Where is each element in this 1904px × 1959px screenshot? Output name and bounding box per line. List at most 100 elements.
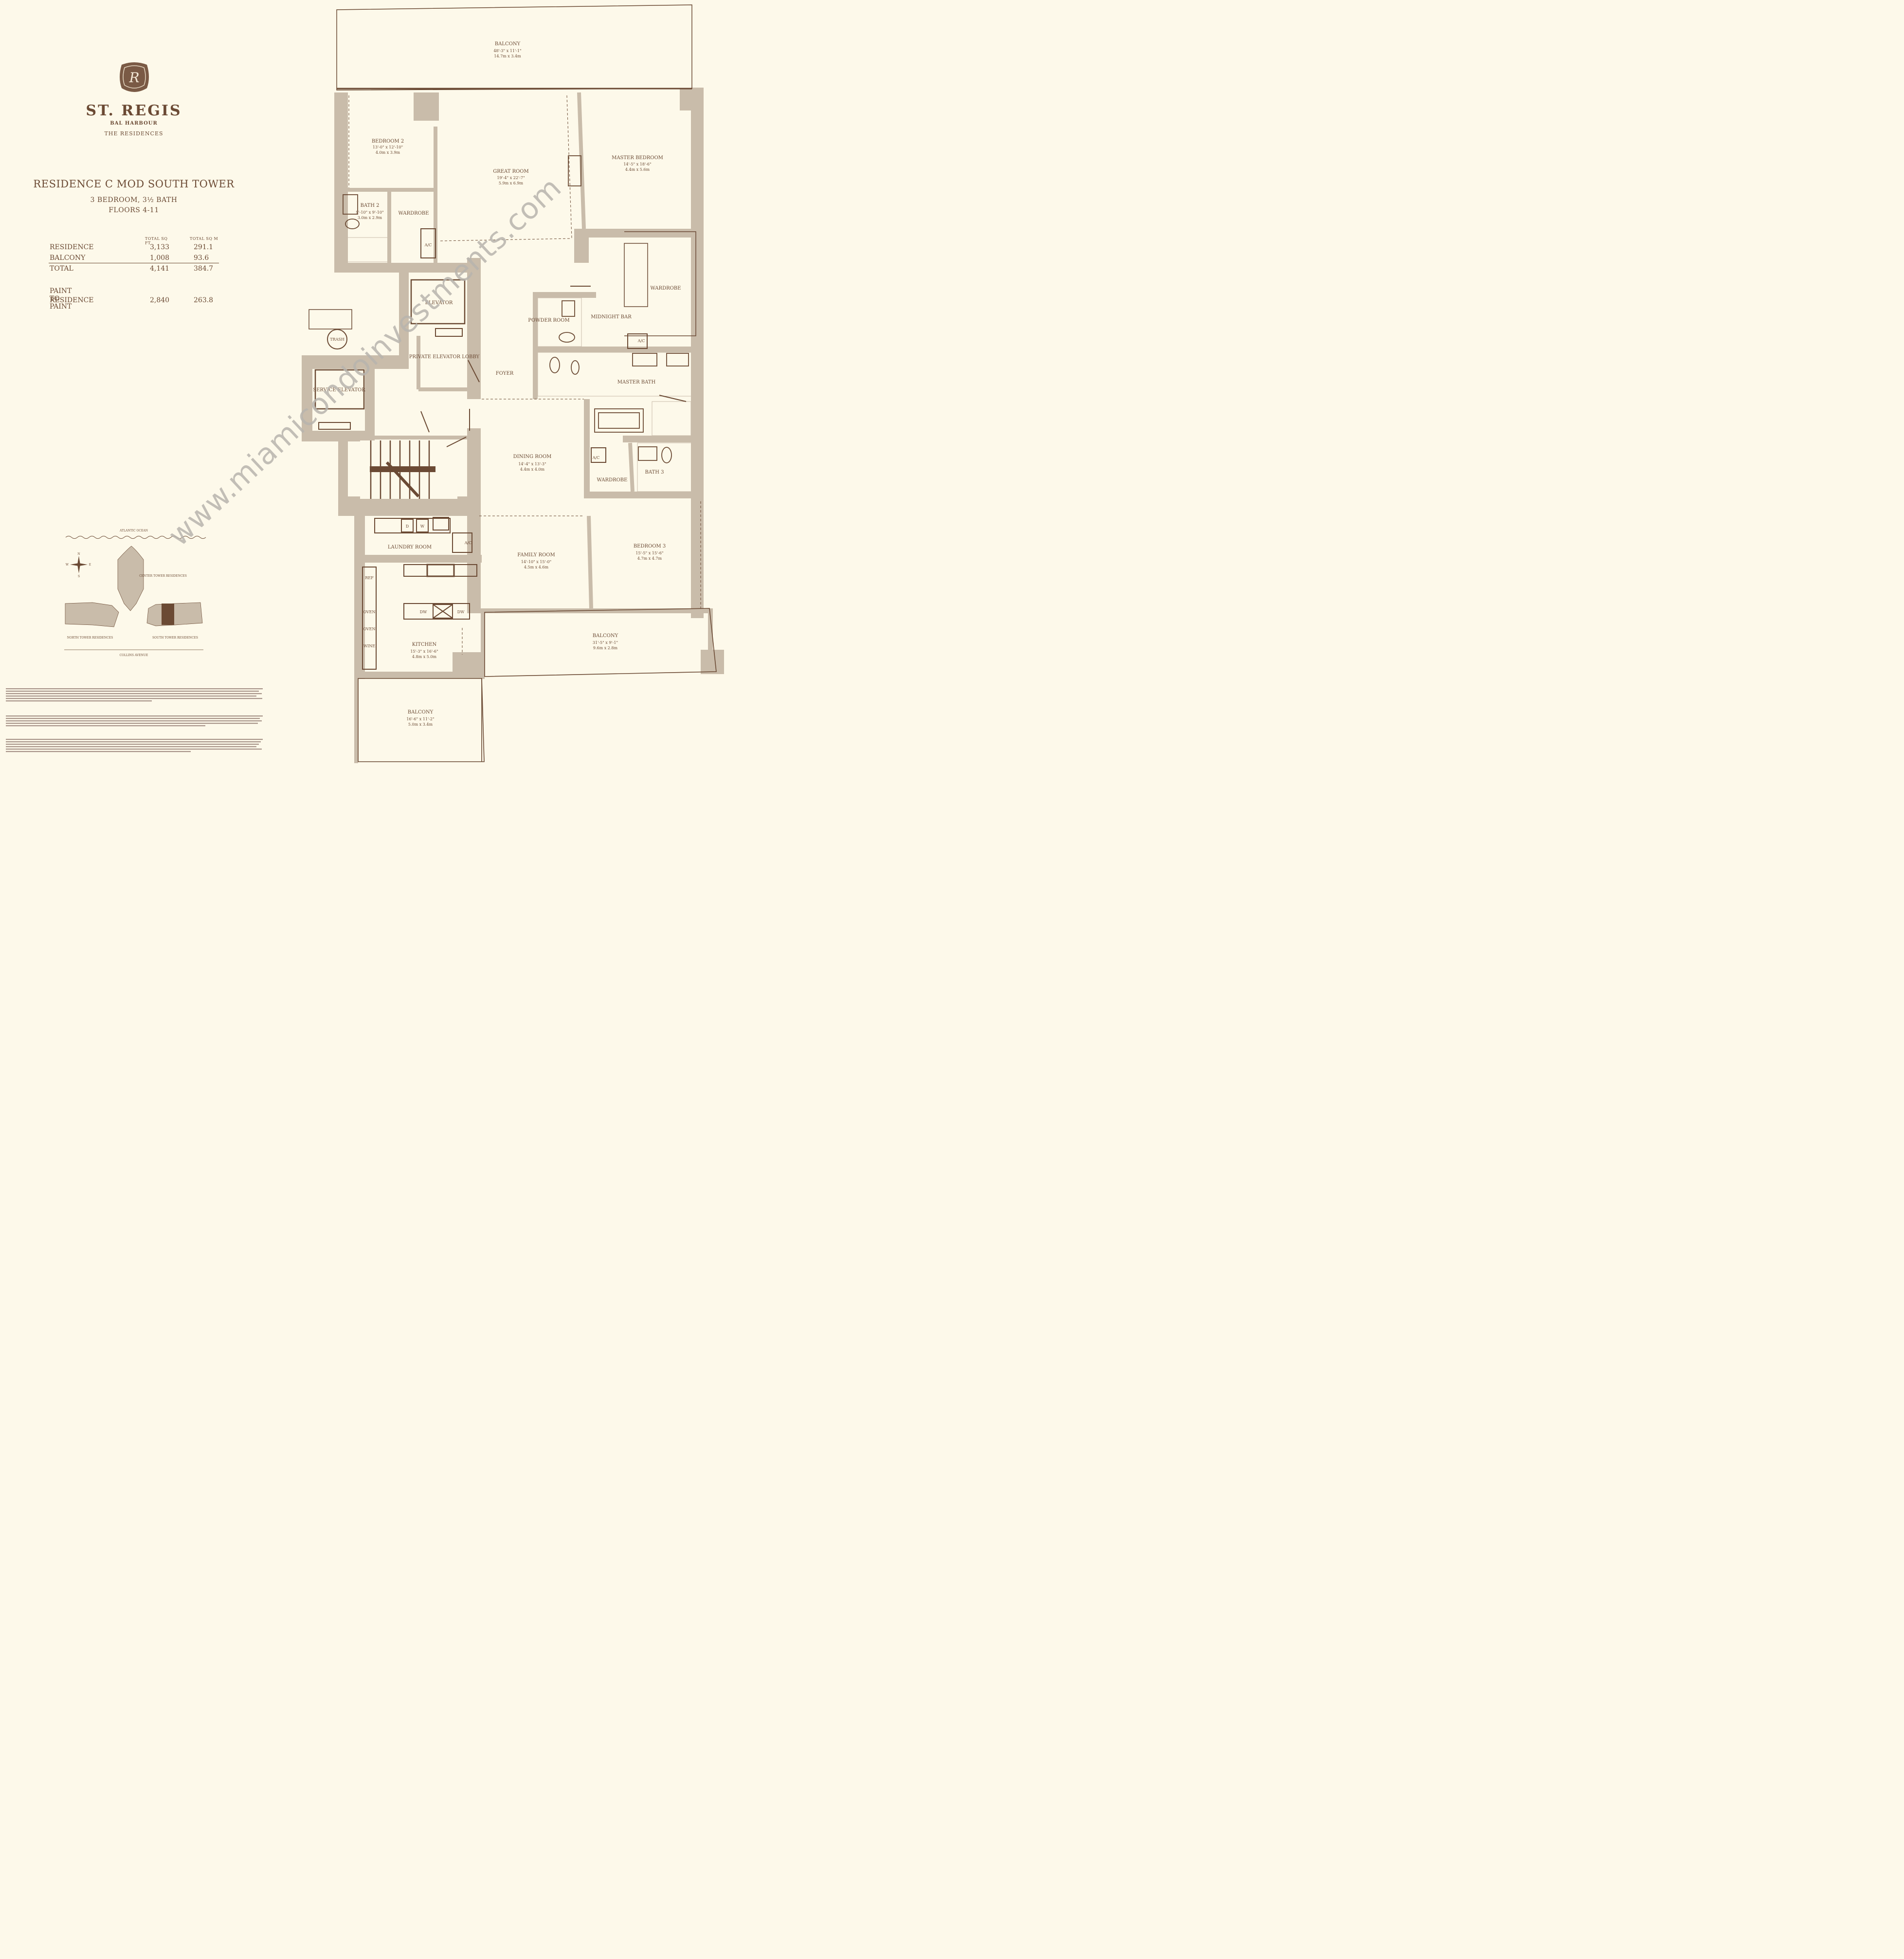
master-bedroom-name: MASTER BEDROOM [612,155,663,161]
kitchen-dim2: 4.8m x 5.0m [412,655,437,659]
dishwasher-label: DW [420,610,427,614]
fixture-labels: A/C A/C A/C A/C D W DW DW REF OVEN OVEN … [363,243,645,648]
col-header-sqm: TOTAL SQ M [190,237,218,241]
floor-plan-page: R ST. REGIS BAL HARBOUR THE RESIDENCES R… [0,0,742,763]
bath3-label: BATH 3 [645,470,664,475]
trash-label: TRASH [330,337,345,342]
master-bedroom-dim1: 14'-5" x 18'-6" [623,162,651,166]
ac-label: A/C [424,243,432,247]
plan-dashed-lines [348,95,701,655]
floor-plan-drawing: BALCONY 48'-3" x 11'-1" 14.7m x 3.4m BED… [162,4,724,763]
stats-row-sqm: 384.7 [194,265,214,273]
stats-row-label: RESIDENCE [50,243,94,251]
st-regis-crest-icon: R [120,62,149,92]
room-labels: BALCONY 48'-3" x 11'-1" 14.7m x 3.4m BED… [313,41,681,727]
center-tower-label: CENTER TOWER RESIDENCES [139,574,187,578]
bedroom3-dim2: 4.7m x 4.7m [637,556,662,561]
great-room-dim2: 5.9m x 6.9m [499,181,524,185]
master-bedroom-dim2: 4.4m x 5.6m [625,167,650,172]
bedroom3-name: BEDROOM 3 [634,544,666,549]
ref-label: REF [365,576,374,580]
stats-row-sqm: 291.1 [194,243,214,251]
plan-outlines [336,4,717,762]
balcony-bottom-dim1: 16'-6" x 11'-2" [406,717,434,721]
balcony-right-dim2: 9.6m x 2.8m [593,646,618,650]
plan-interior-walls [341,92,635,609]
stats-row-sqft: 1,008 [150,254,170,262]
paint-sqft: 2,840 [150,296,170,304]
wine-label: WINE [363,644,375,648]
legal-disclaimer-text [6,688,263,752]
bath2-name: BATH 2 [361,203,380,208]
dining-room-name: DINING ROOM [513,454,552,459]
dishwasher-label: DW [457,610,465,614]
wardrobe-master-label: WARDROBE [651,286,681,291]
south-tower-label: SOUTH TOWER RESIDENCES [152,636,198,640]
ocean-label: ATLANTIC OCEAN [119,529,148,532]
bedroom3-dim1: 15'-5" x 15'-6" [635,551,663,555]
key-plan-map: ATLANTIC OCEAN N E S W CENTER TOWER RESI… [64,529,206,657]
service-elevator-label: SERVICE ELEVATOR [313,387,365,393]
wardrobe-bedroom2-label: WARDROBE [399,211,429,216]
brand-tagline: THE RESIDENCES [104,130,163,137]
plumbing-fixtures [343,155,689,463]
ac-label: A/C [592,456,600,460]
foyer-label: FOYER [496,371,514,376]
kitchen-name: KITCHEN [412,642,437,647]
dining-room-dim1: 14'-4" x 13'-3" [518,462,546,466]
laundry-room-label: LAUNDRY ROOM [388,545,432,550]
dryer-label: D [406,524,409,529]
paint-label-1: PAINT TO PAINT [50,287,72,311]
brand-subtitle: BAL HARBOUR [110,121,158,126]
paint-sqm: 263.8 [194,296,214,304]
stats-row-sqm: 93.6 [194,254,209,262]
kitchen-counters [362,228,648,670]
great-room-dim1: 19'-4" x 22'-7" [497,176,525,180]
compass-s: S [78,575,80,578]
service-elevator [314,369,365,430]
stats-row-sqft: 4,141 [150,265,170,273]
compass-n: N [77,552,80,556]
trash-chute [308,309,352,349]
compass-e: E [89,563,91,567]
unit-highlight [162,604,174,625]
balcony-bottom-name: BALCONY [408,710,434,715]
wardrobe-bedroom3-label: WARDROBE [597,477,628,483]
street-label: COLLINS AVENUE [120,654,148,657]
private-elevator-lobby-label: PRIVATE ELEVATOR LOBBY [409,354,480,360]
compass-rose-icon [70,556,88,573]
stairs [360,440,457,499]
residence-bedrooms: 3 BEDROOM, 3½ BATH [90,196,178,204]
great-room-name: GREAT ROOM [493,169,529,174]
compass-w: W [66,563,69,567]
powder-room-label: POWDER ROOM [528,318,569,323]
center-tower-shape [117,546,144,611]
svg-text:R: R [128,70,139,86]
door-swings [420,286,687,447]
col-header-sqft: TOTAL SQ FT [145,237,168,245]
bedroom2-dim2: 4.0m x 3.9m [376,150,400,155]
balcony-right-name: BALCONY [593,633,618,639]
plan-walls [302,88,724,763]
ocean-wave-line [65,536,206,539]
ac-label: A/C [464,541,472,545]
bath2-dim2: 3.0m x 2.9m [358,216,382,220]
tile-floors [343,237,704,492]
master-wardrobe-block [624,231,696,336]
bedroom2-name: BEDROOM 2 [372,139,404,144]
elevator-label: ELEVATOR [425,300,453,306]
balcony-right-dim1: 31'-5" x 9'-1" [593,641,618,645]
kitchen-dim1: 15'-3" x 16'-6" [410,649,438,654]
oven-label: OVEN [363,627,375,631]
north-tower-shape [65,602,119,627]
elevator [410,279,466,337]
residence-floors: FLOORS 4-11 [109,206,159,214]
brand-name: ST. REGIS [86,102,182,119]
balcony-top-dim2: 14.7m x 3.4m [494,54,521,58]
north-tower-label: NORTH TOWER RESIDENCES [67,636,113,640]
stats-row-label: BALCONY [50,254,86,262]
family-room-dim2: 4.5m x 4.6m [524,565,549,569]
washer-label: W [420,524,425,529]
paint-label-2: RESIDENCE [50,296,94,304]
dining-room-dim2: 4.4m x 4.0m [520,467,545,472]
